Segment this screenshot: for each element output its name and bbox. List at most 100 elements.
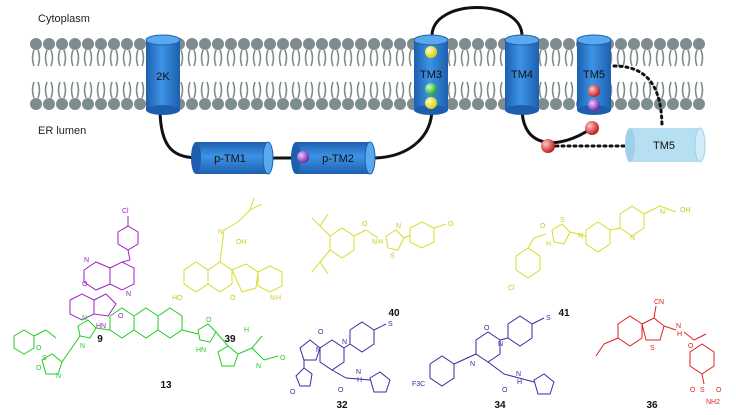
lipid-tail: [31, 49, 41, 67]
lipid-head: [615, 98, 627, 110]
atom: N: [356, 369, 361, 376]
lipid-tail: [252, 49, 262, 67]
compound-41: [515, 205, 677, 279]
atom: OH: [680, 207, 691, 214]
compound-40: [311, 213, 447, 275]
lipid-tail: [694, 81, 704, 99]
atom: S: [700, 387, 705, 394]
atom: O: [448, 221, 454, 228]
lipid-head: [264, 38, 276, 50]
atom: O: [36, 345, 42, 352]
atom: N: [498, 341, 503, 348]
atom: H: [546, 241, 551, 248]
lipid-head: [238, 98, 250, 110]
lipid-tail: [278, 81, 288, 99]
atom: H: [677, 331, 682, 338]
lipid-tail: [109, 81, 119, 99]
lipid-head: [368, 98, 380, 110]
lipid-head: [82, 38, 94, 50]
red-site: [588, 85, 600, 97]
lipid-head: [355, 38, 367, 50]
lipid-tail: [655, 49, 665, 67]
lipid-tail: [109, 49, 119, 67]
lipid-tail: [395, 81, 405, 99]
atom: S: [546, 315, 551, 322]
atom: N: [80, 343, 85, 350]
lipid-tail: [382, 49, 392, 67]
lipid-head: [303, 38, 315, 50]
lipid-tail: [486, 81, 496, 99]
atom: N: [126, 291, 131, 298]
segment-ptm2: p-TM2: [291, 141, 376, 175]
atom: N: [630, 235, 635, 242]
lipid-head: [238, 38, 250, 50]
lipid-tail: [551, 81, 561, 99]
tm5-flip-arrow: [554, 64, 664, 148]
lipid-tail: [252, 81, 262, 99]
lipid-head: [693, 38, 705, 50]
lipid-tail: [96, 81, 106, 99]
lipid-head: [563, 38, 575, 50]
lipid-tail: [460, 81, 470, 99]
atom: O: [540, 223, 546, 230]
atom: S: [390, 253, 395, 260]
atom: N: [578, 233, 583, 240]
lipid-tail: [564, 81, 574, 99]
lipid-head: [368, 38, 380, 50]
lipid-head: [680, 98, 692, 110]
atom: N: [516, 371, 521, 378]
atom: O: [82, 281, 88, 288]
compound-label: 32: [336, 400, 348, 411]
lipid-tail: [291, 81, 301, 99]
segment-tm3-label: TM3: [420, 69, 442, 81]
er-lumen-label: ER lumen: [38, 125, 86, 137]
segment-ptm1-label: p-TM1: [214, 153, 246, 165]
lipid-tail: [473, 81, 483, 99]
lipid-head: [290, 38, 302, 50]
lipid-tail: [330, 81, 340, 99]
lipid-head: [693, 98, 705, 110]
lipid-tail: [213, 81, 223, 99]
loop-ptm2-tm3: [371, 107, 434, 160]
atom: O: [338, 387, 344, 394]
lipid-tail: [265, 81, 275, 99]
lipid-head: [550, 38, 562, 50]
lipid-tail: [83, 49, 93, 67]
atom: N: [470, 361, 475, 368]
lipid-tail: [369, 49, 379, 67]
lipid-head: [472, 38, 484, 50]
lipid-tail: [460, 49, 470, 67]
lipid-tail: [122, 49, 132, 67]
lipid-tail: [239, 49, 249, 67]
atom: N: [56, 373, 61, 380]
lipid-head: [485, 38, 497, 50]
lipid-head: [537, 98, 549, 110]
lipid-head: [30, 38, 42, 50]
lipid-tail: [642, 81, 652, 99]
loop-tm3-tm4: [430, 6, 524, 37]
lipid-tail: [473, 49, 483, 67]
lipid-head: [82, 98, 94, 110]
lipid-head: [95, 38, 107, 50]
lipid-head: [108, 98, 120, 110]
atom: N: [372, 239, 377, 246]
lipid-tail: [31, 81, 41, 99]
lipid-head: [472, 98, 484, 110]
lipid-head: [225, 98, 237, 110]
atom: O: [484, 325, 490, 332]
lipid-head: [108, 38, 120, 50]
atom: F3C: [412, 381, 425, 388]
atom: H: [517, 379, 522, 386]
compound-32: [295, 321, 391, 393]
atom: NH2: [706, 399, 720, 406]
lipid-tail: [694, 49, 704, 67]
lipid-head: [446, 38, 458, 50]
lipid-head: [277, 38, 289, 50]
segment-tm4: TM4: [504, 34, 540, 115]
compound-13: [13, 307, 279, 375]
lipid-tail: [447, 49, 457, 67]
segment-ptm2-label: p-TM2: [322, 153, 354, 165]
yellow-site: [425, 46, 437, 58]
lipid-tail: [642, 49, 652, 67]
lipid-head: [459, 98, 471, 110]
